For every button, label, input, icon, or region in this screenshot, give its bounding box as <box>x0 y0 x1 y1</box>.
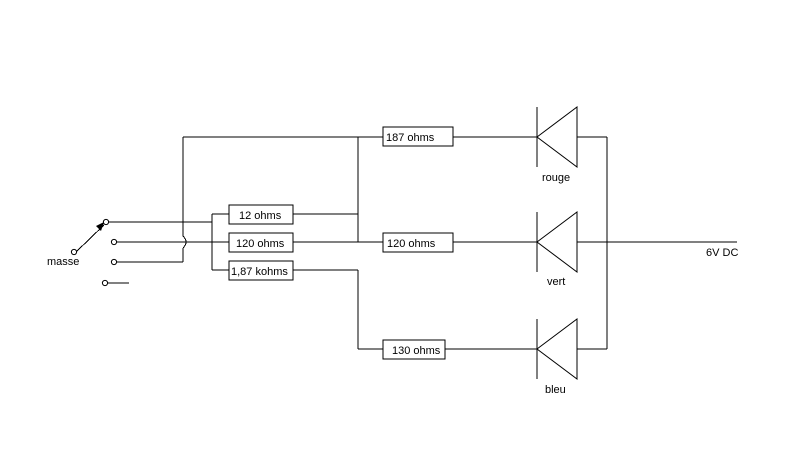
diode-triangle <box>536 106 578 168</box>
resistor-12: 12 ohms <box>228 204 294 225</box>
resistor-1k87: 1,87 kohms <box>228 260 294 281</box>
resistor-187: 187 ohms <box>382 126 454 147</box>
resistor-body <box>382 232 454 253</box>
resistor-body <box>228 204 294 225</box>
switch-contact-3 <box>110 258 118 266</box>
resistor-120-left: 120 ohms <box>228 232 294 253</box>
switch-contact-off <box>101 279 109 287</box>
led-label: vert <box>547 276 565 288</box>
selector-switch: masse <box>47 218 129 287</box>
led-green: vert <box>536 211 578 288</box>
resistor-body <box>228 232 294 253</box>
resistor-label: 1,87 kohms <box>231 266 288 278</box>
switch-contact-1 <box>102 218 110 226</box>
resistor-120-green: 120 ohms <box>382 232 454 253</box>
resistor-label: 120 ohms <box>387 238 436 250</box>
diode-triangle <box>536 211 578 273</box>
resistor-label: 12 ohms <box>239 210 282 222</box>
switch-lever <box>75 224 105 253</box>
resistor-body <box>228 260 294 281</box>
resistor-130: 130 ohms <box>382 339 446 360</box>
led-label: bleu <box>545 384 566 396</box>
led-label: rouge <box>542 172 570 184</box>
resistor-body <box>382 126 454 147</box>
switch-label: masse <box>47 256 79 268</box>
switch-contact-2 <box>110 238 118 246</box>
resistor-body <box>382 339 446 360</box>
switch-lever-tip <box>96 222 104 231</box>
wires <box>108 136 737 350</box>
led-blue: bleu <box>536 318 578 396</box>
led-red: rouge <box>536 106 578 184</box>
resistor-label: 130 ohms <box>392 345 441 357</box>
resistor-label: 187 ohms <box>386 132 435 144</box>
diode-triangle <box>536 318 578 380</box>
switch-common-terminal <box>70 248 78 256</box>
resistor-label: 120 ohms <box>236 238 285 250</box>
supply-label: 6V DC <box>706 247 738 259</box>
